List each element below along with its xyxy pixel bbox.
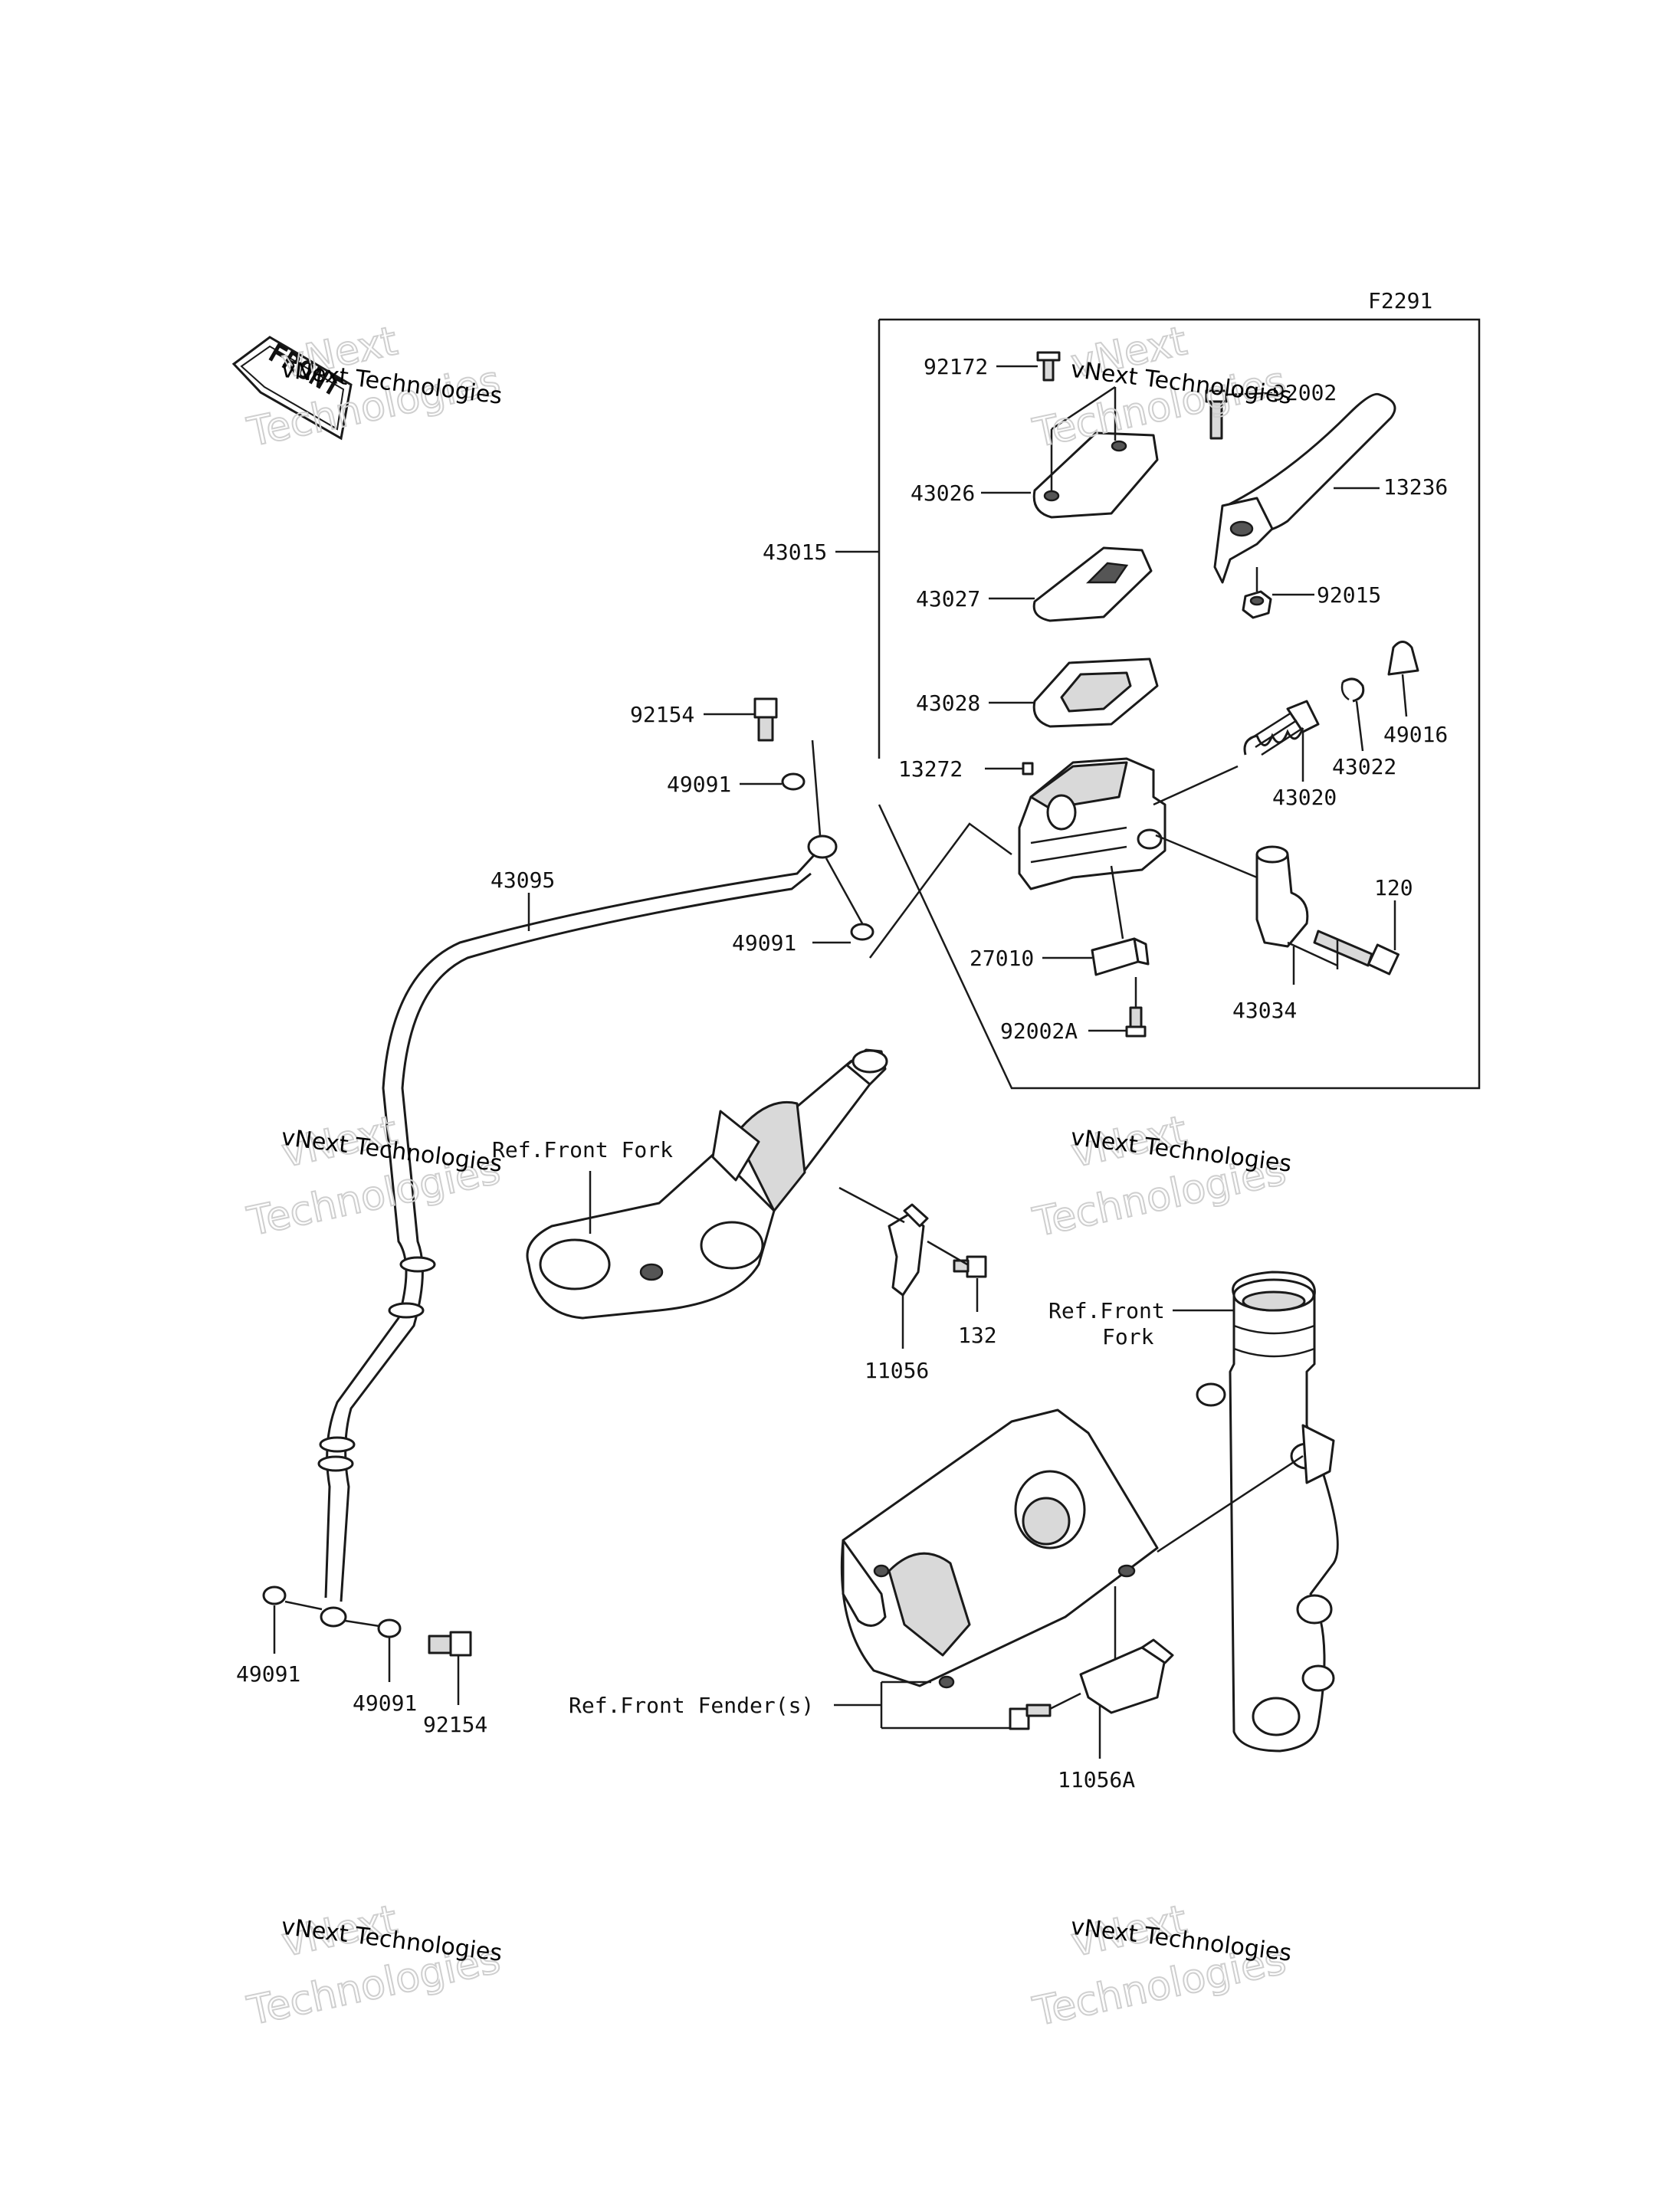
watermark-top-right: vNext Technologies vNext Technologies xyxy=(1029,317,1293,457)
boot-49016 xyxy=(1387,641,1419,676)
label-49016: 49016 xyxy=(1383,722,1448,747)
label-92002: 92002 xyxy=(1272,380,1337,405)
brake-switch-27010 xyxy=(1091,937,1150,976)
banjo-fitting-top xyxy=(807,835,838,859)
label-49091-bottom-left: 49091 xyxy=(236,1661,300,1687)
label-92172: 92172 xyxy=(924,354,988,379)
front-fender xyxy=(840,1408,1159,1689)
figure-code: F2291 xyxy=(1368,288,1432,313)
banjo-bolt-92154-top xyxy=(753,697,778,742)
label-13236: 13236 xyxy=(1383,474,1448,500)
front-arrow-badge: FRONT xyxy=(231,336,353,441)
label-43022: 43022 xyxy=(1332,754,1396,779)
label-43015: 43015 xyxy=(763,539,827,565)
label-13272: 13272 xyxy=(898,756,963,782)
washer-49091-top xyxy=(781,772,806,791)
label-92015: 92015 xyxy=(1317,582,1381,608)
label-92154-bottom: 92154 xyxy=(423,1712,487,1737)
washer-49091-bottom-left xyxy=(262,1585,287,1605)
watermark-bottom-right: vNext Technologies vNext Technologies xyxy=(1029,1896,1293,2036)
watermark-bottom-left: vNext Technologies vNext Technologies xyxy=(243,1896,505,2035)
screw-13272 xyxy=(1022,762,1034,776)
label-92154-top: 92154 xyxy=(630,702,694,727)
piston-kit-43020 xyxy=(1243,700,1320,756)
watermark-middle-right: vNext Technologies vNext Technologies xyxy=(1029,1107,1293,1247)
label-132: 132 xyxy=(958,1323,997,1348)
washer-49091-bottom-right xyxy=(377,1618,402,1638)
label-ref-front-fork-top: Ref.Front Fork xyxy=(492,1137,673,1162)
label-49091-top: 49091 xyxy=(667,772,731,797)
label-ref-front-fork-right-1: Ref.Front xyxy=(1048,1298,1165,1323)
screw-92002A xyxy=(1125,1006,1147,1038)
screw-92002 xyxy=(1205,389,1228,440)
hose-clamp-11056A xyxy=(1079,1638,1174,1714)
gasket-43028 xyxy=(1032,657,1159,728)
master-cylinder-body xyxy=(1018,757,1166,890)
label-11056: 11056 xyxy=(865,1358,929,1383)
reservoir-cap-43026 xyxy=(1032,431,1159,519)
diaphragm-plate-43027 xyxy=(1032,546,1153,622)
label-43034: 43034 xyxy=(1232,998,1297,1023)
hose-clamp-11056 xyxy=(888,1203,929,1297)
screw-92172 xyxy=(1036,351,1061,382)
label-ref-front-fork-right-2: Fork xyxy=(1102,1324,1154,1349)
label-27010: 27010 xyxy=(970,946,1034,971)
label-43020: 43020 xyxy=(1272,785,1337,810)
clamp-43034 xyxy=(1255,845,1309,948)
front-fork-tube xyxy=(1196,1271,1339,1753)
banjo-bolt-92154-bottom xyxy=(428,1631,472,1657)
label-ref-front-fender: Ref.Front Fender(s) xyxy=(569,1693,814,1718)
assembly-frame xyxy=(878,318,1481,1090)
label-43028: 43028 xyxy=(916,690,980,716)
watermark-middle-left: vNext Technologies vNext Technologies xyxy=(243,1107,505,1246)
label-11056A: 11056A xyxy=(1058,1767,1135,1792)
label-120: 120 xyxy=(1374,875,1413,900)
steering-stem-bracket xyxy=(526,1048,888,1320)
nut-92015 xyxy=(1242,590,1272,619)
label-43026: 43026 xyxy=(911,480,975,506)
fender-bolt xyxy=(1009,1703,1052,1730)
label-43027: 43027 xyxy=(916,586,980,612)
label-43095: 43095 xyxy=(491,867,555,893)
washer-49091-lower xyxy=(850,923,874,941)
label-49091-bottom-right: 49091 xyxy=(353,1690,417,1716)
bolt-120 xyxy=(1313,930,1400,976)
brake-hose-43095 xyxy=(317,853,816,1628)
circlip-43022 xyxy=(1340,677,1365,703)
label-92002A: 92002A xyxy=(1000,1018,1078,1044)
label-49091-lower: 49091 xyxy=(732,930,796,956)
brake-lever-13236 xyxy=(1213,392,1396,584)
